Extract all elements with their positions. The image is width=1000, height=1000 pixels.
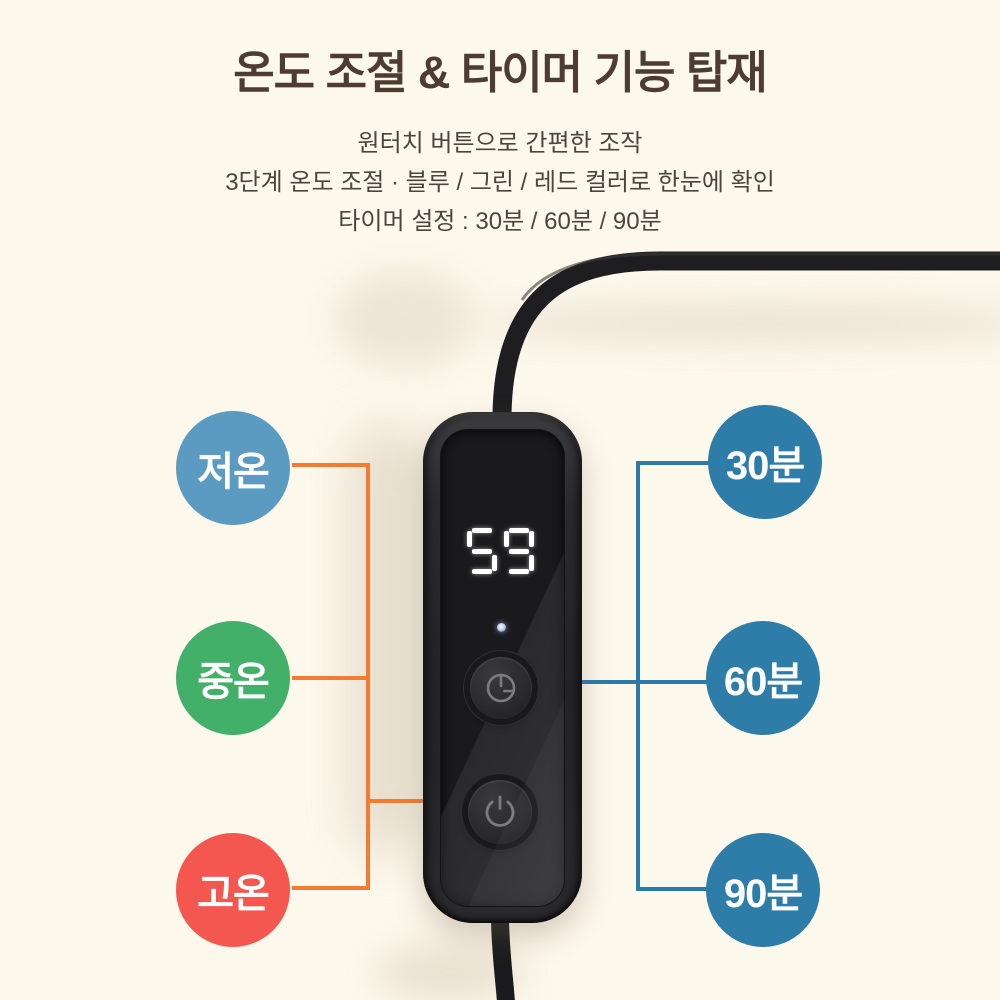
temp-label-high: 고온 <box>176 833 290 947</box>
timer-label-60min-text: 60분 <box>723 660 803 704</box>
timer-label-90min: 90분 <box>706 833 820 947</box>
blue-connector-60min-timer-button <box>531 680 709 684</box>
blue-connector-vertical <box>636 461 640 891</box>
temp-label-high-text: 고온 <box>197 872 270 916</box>
orange-connector-power-button <box>366 799 472 803</box>
power-icon <box>485 795 515 827</box>
power-button <box>468 780 532 844</box>
cable-shadow <box>480 308 1000 338</box>
led-indicator-dot <box>497 623 506 632</box>
orange-connector-mid-temp <box>292 676 370 680</box>
blue-connector-90min <box>638 887 708 891</box>
orange-connector-high-temp <box>292 886 370 890</box>
bottom-cable-shadow <box>375 948 525 996</box>
controller-front-panel <box>441 430 564 906</box>
subtitle-line-1: 원터치 버튼으로 간편한 조작 <box>357 129 643 157</box>
temp-label-mid: 중온 <box>176 621 290 735</box>
controller-side-shadow <box>350 425 428 855</box>
subtitle-block: 원터치 버튼으로 간편한 조작 3단계 온도 조절 · 블루 / 그린 / 레드… <box>0 124 1000 241</box>
temp-label-mid-text: 중온 <box>197 660 270 704</box>
seven-segment-digit <box>467 528 497 574</box>
led-display <box>467 528 534 574</box>
temp-label-low: 저온 <box>176 411 290 525</box>
cable-curve-shadow <box>335 272 475 367</box>
header: 온도 조절 & 타이머 기능 탑재 원터치 버튼으로 간편한 조작 3단계 온도… <box>0 48 1000 241</box>
subtitle-line-3: 타이머 설정 : 30분 / 60분 / 90분 <box>338 207 662 235</box>
timer-label-60min: 60분 <box>706 621 820 735</box>
temp-label-low-text: 저온 <box>197 450 270 494</box>
timer-label-30min: 30분 <box>708 405 822 519</box>
timer-label-90min-text: 90분 <box>723 872 803 916</box>
seven-segment-digit <box>504 528 534 574</box>
top-cable-highlight <box>520 252 1000 301</box>
page-title: 온도 조절 & 타이머 기능 탑재 <box>233 47 767 98</box>
clock-icon <box>486 673 516 703</box>
subtitle-line-2: 3단계 온도 조절 · 블루 / 그린 / 레드 컬러로 한눈에 확인 <box>225 168 775 196</box>
timer-label-30min-text: 30분 <box>725 444 805 488</box>
orange-connector-low-temp <box>292 463 370 467</box>
timer-button <box>470 657 532 719</box>
blue-connector-30min <box>638 461 710 465</box>
controller-body <box>423 412 582 923</box>
